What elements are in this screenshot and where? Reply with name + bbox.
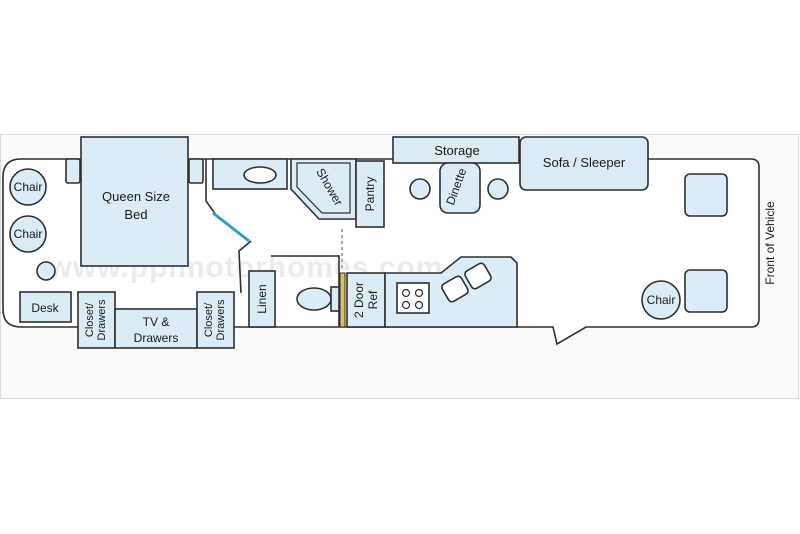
closet-drawers-right	[196, 291, 235, 349]
front-of-vehicle-label: Front of Vehicle	[763, 201, 777, 285]
floorplan-panel: www.pplmotorhomes.com Queen Size Bed Cha…	[0, 134, 799, 399]
refrigerator-label: 2 Door	[352, 282, 366, 318]
storage-label: Storage	[434, 143, 480, 158]
cab-seat-lower	[684, 269, 728, 313]
dinette-stool-right	[487, 178, 509, 200]
nightstand-right	[188, 158, 204, 184]
tv-drawers-label: TV &	[143, 315, 170, 329]
dinette-stool-left	[409, 178, 431, 200]
toilet-icon	[296, 287, 332, 311]
burner-icon-3	[401, 300, 411, 310]
linen-closet	[248, 270, 276, 328]
dinette-table	[439, 162, 481, 214]
kitchen-sink-bowl-2	[464, 262, 492, 290]
kitchen-sink-bowl	[441, 275, 469, 303]
burner-icon-4	[414, 300, 424, 310]
refrigerator-label-2: Ref	[366, 290, 380, 309]
storage-cabinet	[392, 136, 520, 164]
shower	[290, 158, 357, 220]
burner-icon-2	[414, 288, 424, 298]
sink-icon	[243, 166, 277, 184]
vehicle-outline	[2, 158, 760, 346]
queen-bed	[80, 136, 189, 267]
pantry	[355, 160, 385, 228]
bedroom-wall	[205, 159, 217, 216]
closet-drawers-left	[77, 291, 116, 349]
fridge-door-strip	[339, 272, 346, 328]
stove-cooktop	[396, 282, 430, 314]
closet-right-label: Closet/	[203, 302, 215, 337]
closet-left-label-2: Drawers	[96, 299, 108, 340]
linen-label: Linen	[255, 284, 269, 313]
shower-base	[296, 162, 351, 214]
nightstand-left	[65, 158, 81, 184]
pantry-label: Pantry	[363, 177, 377, 212]
burner-icon	[401, 288, 411, 298]
sofa-sleeper	[519, 136, 649, 191]
rear-chair-lower-label: Chair	[14, 227, 43, 241]
bedroom-sliding-door	[212, 211, 250, 243]
tv-drawers	[114, 308, 198, 349]
closet-left-label: Closet/	[84, 302, 96, 337]
front-chair	[641, 280, 681, 320]
rear-chair-lower	[9, 215, 47, 253]
motorhome-floorplan: www.pplmotorhomes.com Queen Size Bed Cha…	[2, 136, 777, 349]
queen-bed-label-2: Bed	[124, 207, 147, 222]
toilet-tank	[330, 286, 340, 312]
hall-wall-left	[238, 240, 252, 294]
desk	[19, 291, 72, 323]
cab-seat-upper	[684, 173, 728, 217]
rear-chair-upper	[9, 168, 47, 206]
queen-bed-label: Queen Size	[102, 189, 170, 204]
sofa-sleeper-label: Sofa / Sleeper	[543, 155, 626, 170]
desk-label: Desk	[31, 301, 59, 315]
closet-right-label-2: Drawers	[215, 299, 227, 340]
side-table	[36, 261, 56, 281]
rear-chair-upper-label: Chair	[14, 180, 43, 194]
tv-drawers-label-2: Drawers	[134, 331, 179, 345]
front-chair-label: Chair	[647, 293, 676, 307]
